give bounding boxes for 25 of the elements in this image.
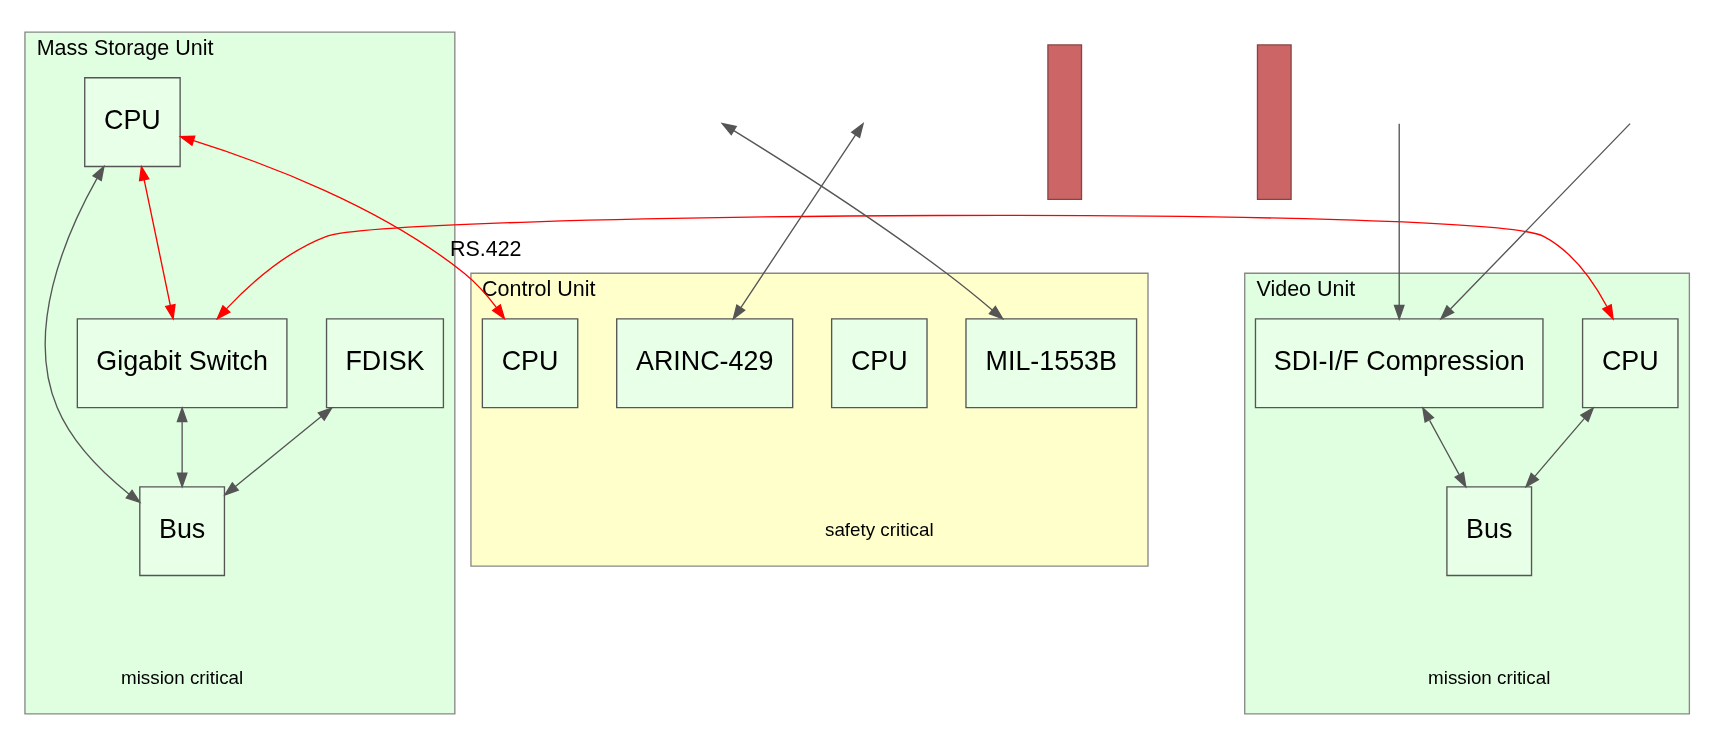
node-box: SDI-I/F Compression <box>1254 318 1544 409</box>
arrow <box>732 121 865 321</box>
node-box: Bus <box>1446 486 1533 577</box>
node-box: ARINC-429 <box>616 318 794 409</box>
node-box: Bus <box>139 486 226 577</box>
node-box: CPU <box>481 318 579 409</box>
arrow <box>223 406 334 497</box>
arrow <box>1524 406 1595 489</box>
node-box: Gigabit Switch <box>76 318 288 409</box>
arrow <box>1439 122 1631 321</box>
arrow <box>720 122 1005 321</box>
arrow <box>176 406 188 489</box>
node-box: CPU <box>1581 318 1679 409</box>
node-wall <box>1256 44 1292 201</box>
arrow <box>138 164 176 321</box>
arrow <box>44 164 142 504</box>
node-box: MIL-1553B <box>965 318 1138 409</box>
node-box: FDISK <box>325 318 445 409</box>
arrow <box>1421 406 1467 489</box>
node-box: CPU <box>84 77 181 168</box>
node-wall <box>1047 44 1083 201</box>
arrow <box>1393 122 1405 321</box>
arrow <box>178 135 506 321</box>
node-box: CPU <box>830 318 928 409</box>
arrow <box>215 214 1614 321</box>
